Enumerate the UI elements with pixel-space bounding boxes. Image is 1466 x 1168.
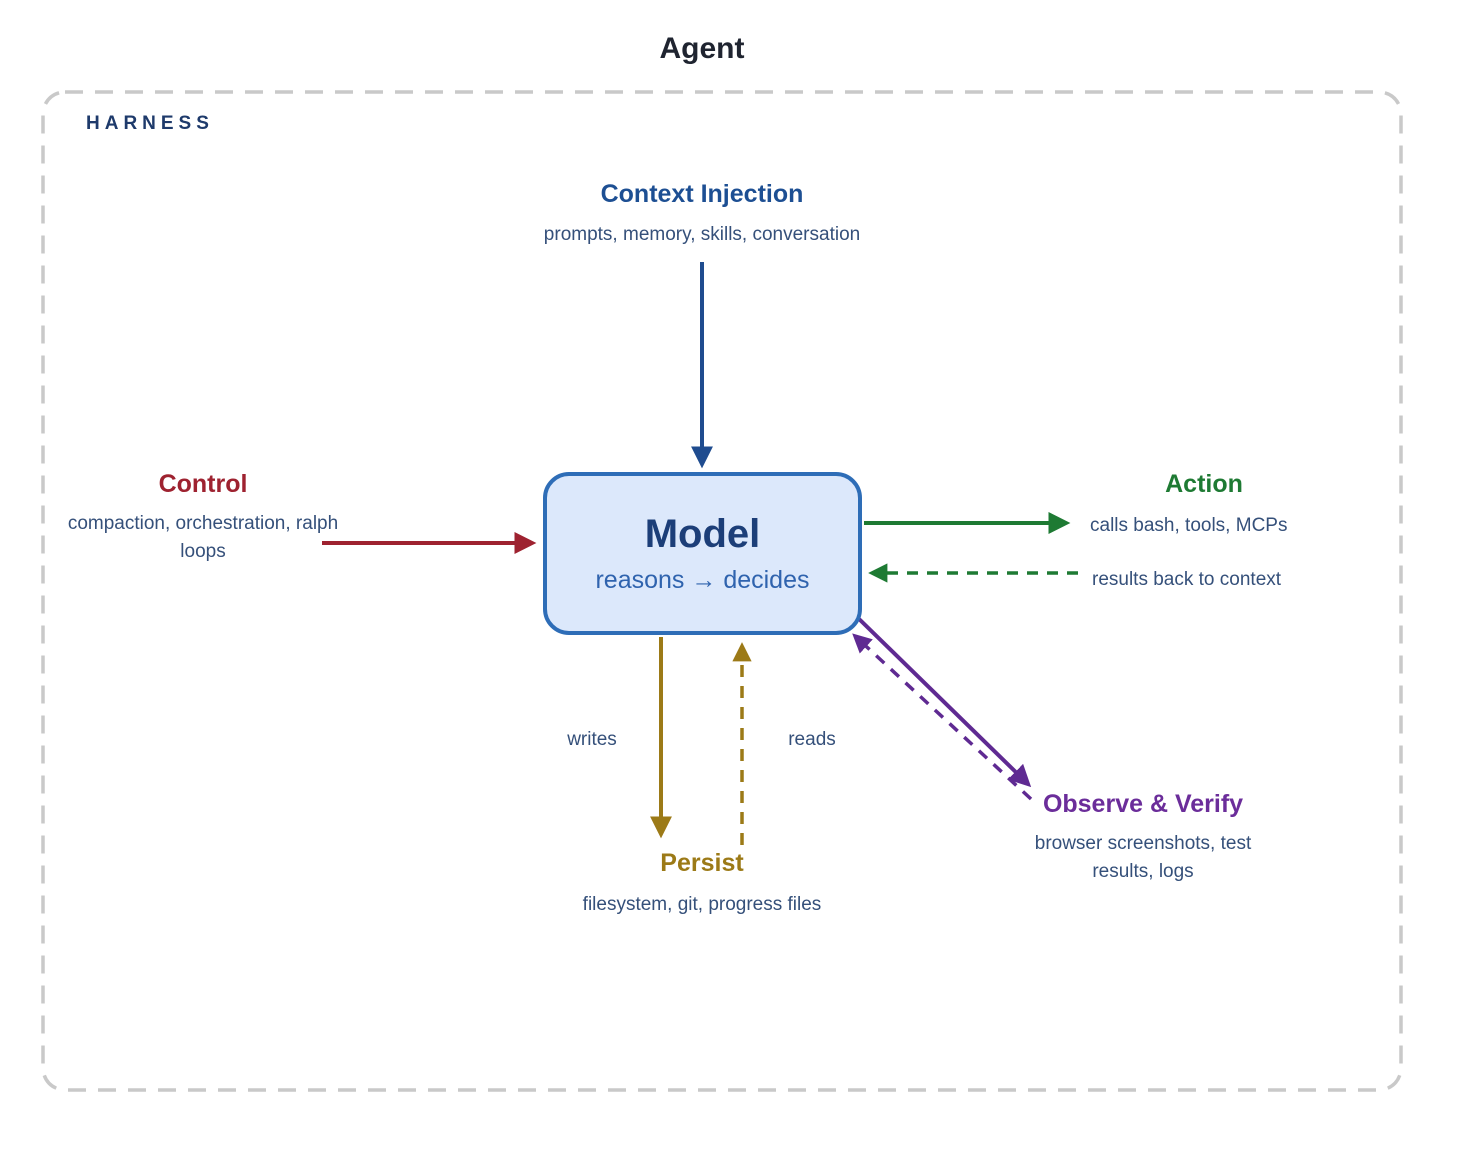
action-return-label: results back to context [1092, 569, 1282, 590]
page-title: Agent [659, 32, 745, 65]
persist-writes-label: writes [567, 729, 617, 750]
persist-subtitle: filesystem, git, progress files [582, 894, 822, 915]
observe-return-arrow [852, 633, 1033, 801]
model-box: Model reasons → decides [543, 472, 862, 635]
action-outbound-label: calls bash, tools, MCPs [1090, 515, 1288, 536]
persist-title: Persist [660, 849, 744, 877]
context-injection-subtitle: prompts, memory, skills, conversation [543, 224, 861, 245]
harness-label: HARNESS [86, 113, 214, 134]
control-title: Control [158, 470, 248, 498]
action-title: Action [1165, 470, 1243, 498]
persist-reads-label: reads [788, 729, 836, 750]
model-title: Model [644, 512, 761, 556]
observe-outbound-arrow [854, 614, 1032, 788]
control-subtitle: compaction, orchestration, ralph loops [67, 513, 339, 562]
context-injection-title: Context Injection [600, 180, 804, 208]
observe-verify-title: Observe & Verify [1042, 790, 1244, 818]
model-subtitle: reasons → decides [595, 566, 810, 594]
observe-verify-subtitle: browser screenshots, test results, logs [1034, 833, 1252, 882]
